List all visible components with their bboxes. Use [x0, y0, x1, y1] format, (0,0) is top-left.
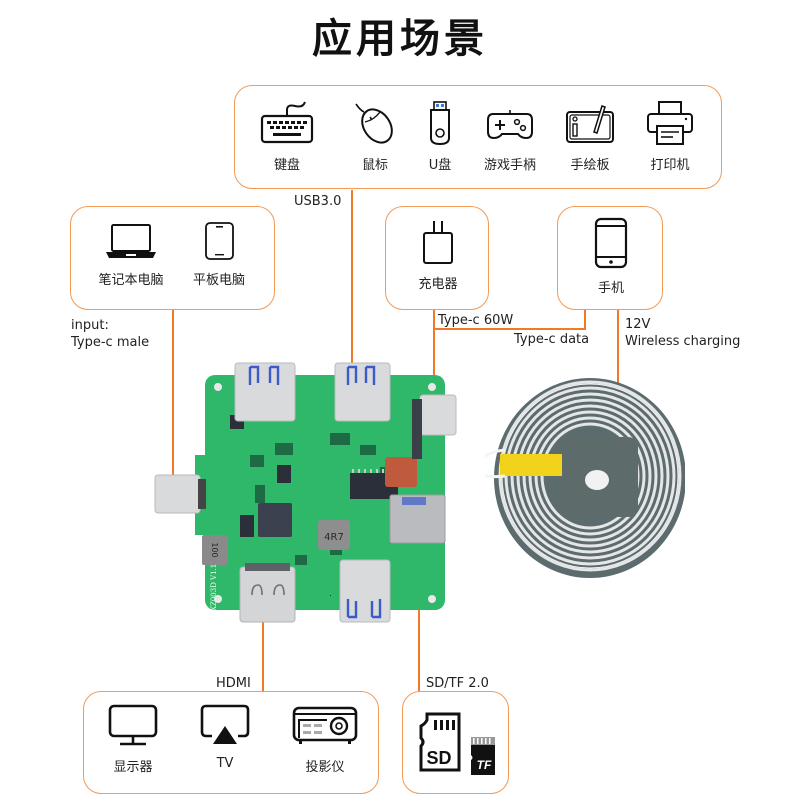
device-label: TV: [216, 756, 234, 771]
hdmi-port: [239, 566, 296, 623]
input-connector-line: [172, 310, 174, 490]
device-label: U盘: [428, 158, 452, 173]
main-chip: [258, 503, 292, 537]
sd-card-box: SD TF: [402, 691, 509, 794]
printer-icon: [647, 101, 693, 145]
usb3-label: USB3.0: [294, 194, 342, 209]
device-label: 平板电脑: [192, 273, 245, 288]
device-label: 键盘: [273, 158, 300, 173]
capacitor: [385, 457, 417, 487]
device-label: 手机: [597, 281, 624, 296]
usb-drive-icon: [430, 101, 450, 146]
usb-devices-box: 键盘 鼠标 U盘 游戏手柄 手绘板 打印机: [234, 85, 722, 189]
device-label: 投影仪: [305, 760, 345, 775]
usb-c-female-port: [419, 394, 457, 436]
device-label: 显示器: [113, 760, 153, 775]
inductor-4r7-text: 4R7: [324, 532, 344, 543]
wireless-charging-coil: [485, 378, 685, 578]
gamepad-icon: [487, 110, 533, 140]
wireless-label-line2: Wireless charging: [625, 334, 741, 349]
phone-box: 手机: [557, 206, 663, 310]
tf-card-icon: TF: [471, 737, 495, 775]
inductor-4r7: [318, 520, 350, 550]
hdmi-connector-line: [262, 600, 264, 692]
wireless-label: 12V Wireless charging: [625, 316, 740, 350]
device-laptop: 笔记本电脑: [91, 221, 171, 288]
device-label: 游戏手柄: [483, 158, 536, 173]
inductor-100: [202, 535, 228, 565]
device-usb-drive: U盘: [415, 100, 465, 173]
input-label-line2: Type-c male: [71, 335, 150, 350]
sd-tf-label: SD/TF 2.0: [426, 676, 489, 691]
device-tablet: 平板电脑: [179, 221, 259, 288]
usb-a-port-top-left: [234, 362, 296, 422]
page-title: 应用场景: [312, 16, 488, 62]
input-label-line1: input:: [71, 318, 109, 333]
pcb: [205, 375, 445, 610]
charger-connector-line: [433, 310, 435, 430]
coil-tape: [500, 454, 562, 476]
monitor-icon: [108, 704, 158, 746]
device-label: 鼠标: [361, 158, 388, 173]
laptop-icon: [106, 224, 156, 258]
device-label: 手绘板: [570, 158, 610, 173]
usb-a-port-top-right: [334, 362, 391, 422]
type-c-60w-label: Type-c 60W: [438, 313, 514, 328]
phone-connector-line: [584, 310, 586, 330]
sd-card-icon: SD: [419, 712, 461, 772]
charger-phone-link-line: [433, 328, 586, 330]
phone-icon: [594, 217, 628, 269]
device-gamepad: 游戏手柄: [475, 100, 545, 173]
hub-board-illustration: 4R7 100 XZ003D V1.1: [154, 362, 457, 623]
usb-c-male-plug: [154, 474, 201, 514]
host-devices-box: 笔记本电脑 平板电脑: [70, 206, 275, 310]
device-label: 充电器: [418, 277, 458, 292]
device-label: 笔记本电脑: [98, 273, 164, 288]
drawing-tablet-icon: [566, 105, 614, 143]
device-projector: 投影仪: [280, 702, 370, 775]
sd-card-slot: [389, 494, 446, 544]
type-c-data-label: Type-c data: [514, 332, 590, 347]
charger-icon: [423, 221, 453, 264]
mouse-icon: [355, 103, 393, 144]
keyboard-icon: [260, 101, 314, 144]
device-drawing-tablet: 手绘板: [555, 100, 625, 173]
device-charger: 充电器: [386, 219, 490, 292]
device-tv: TV: [190, 702, 260, 771]
airplay-tv-icon: [200, 704, 250, 744]
tf-card-text: TF: [477, 758, 492, 772]
inductor-100-text: 100: [210, 542, 219, 557]
device-phone: 手机: [558, 217, 664, 296]
usb-a-port-bottom: [339, 559, 391, 623]
device-label: 打印机: [650, 158, 690, 173]
hdmi-label: HDMI: [216, 676, 251, 691]
tablet-icon: [205, 222, 234, 260]
device-monitor: 显示器: [98, 702, 168, 775]
device-mouse: 鼠标: [345, 100, 405, 173]
device-printer: 打印机: [635, 100, 705, 173]
sd-card-text: SD: [426, 748, 451, 768]
charger-box: 充电器: [385, 206, 489, 310]
projector-icon: [292, 706, 358, 744]
wireless-connector-line: [617, 310, 619, 410]
wireless-label-line1: 12V: [625, 317, 651, 332]
board-silkscreen: XZ003D V1.1: [210, 564, 218, 611]
input-label: input: Type-c male: [71, 317, 149, 351]
device-keyboard: 键盘: [257, 100, 317, 173]
display-devices-box: 显示器 TV 投影仪: [83, 691, 379, 794]
